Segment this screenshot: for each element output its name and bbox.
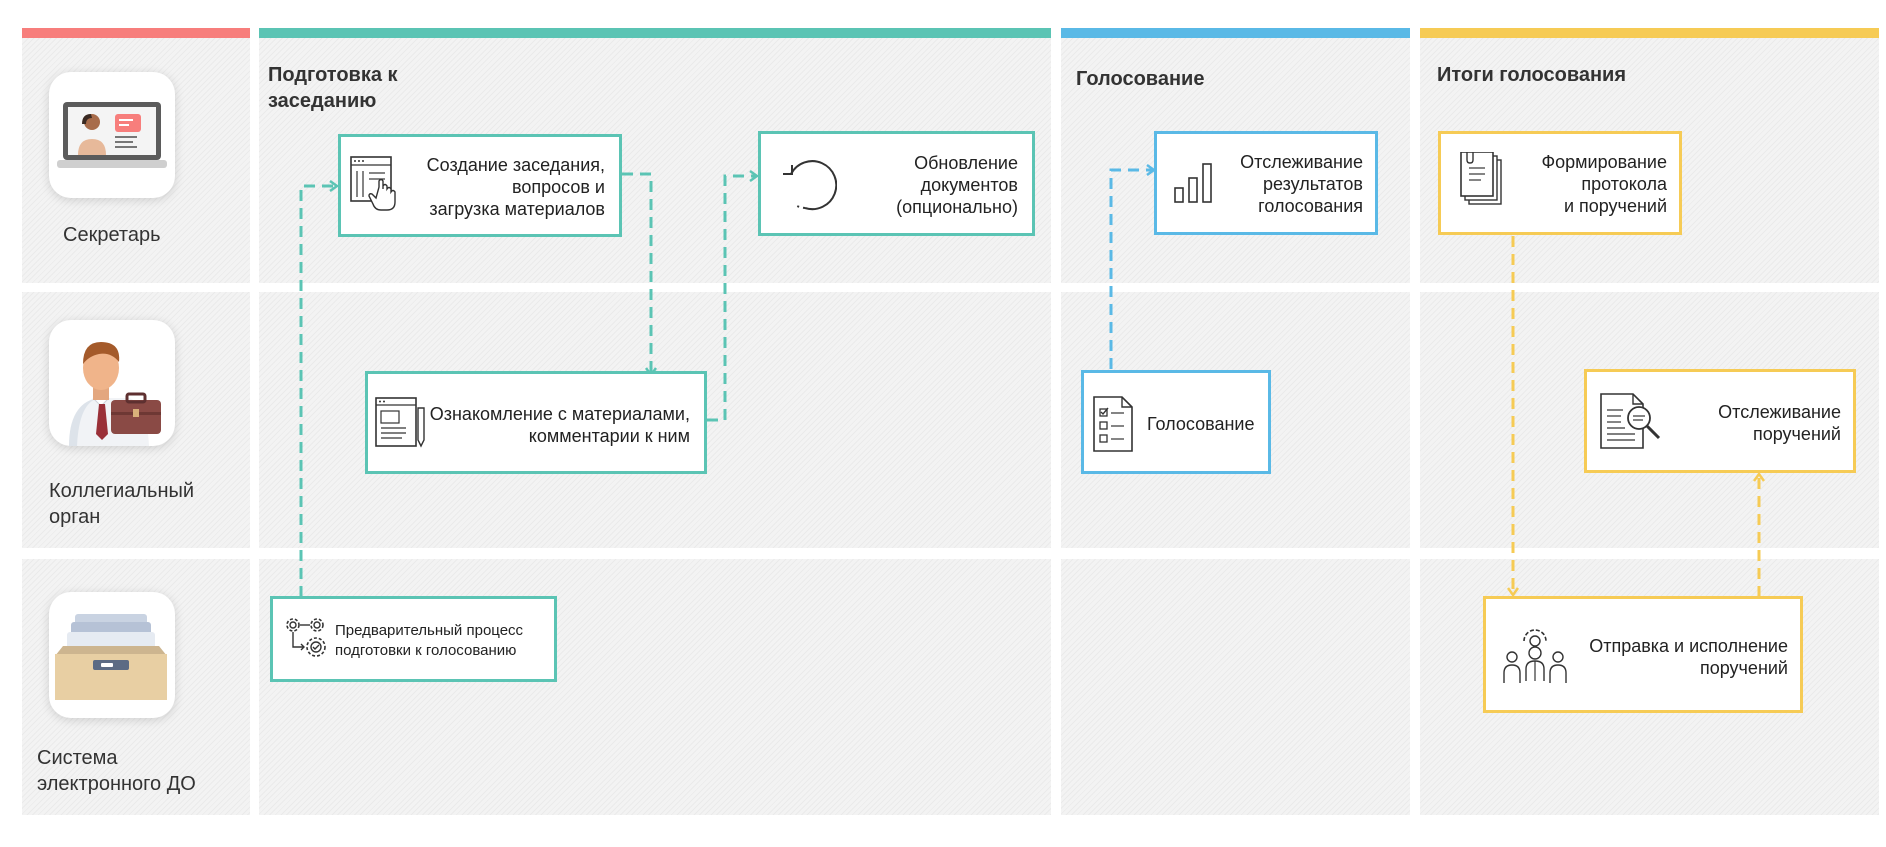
voting-top-bar xyxy=(1061,28,1410,38)
checklist-icon xyxy=(1093,396,1133,452)
connector-create-to-review xyxy=(622,172,651,375)
document-pen-icon xyxy=(375,397,425,448)
step-review-materials[interactable]: Ознакомление с материалами, комментарии … xyxy=(365,371,707,474)
role-label-secretary: Секретарь xyxy=(63,224,161,246)
gears-icon xyxy=(286,618,326,657)
document-drawer-icon xyxy=(55,614,167,700)
role-label-system: Система электронного ДО xyxy=(37,747,196,795)
phase-title-results: Итоги голосования xyxy=(1437,64,1627,86)
businessman-briefcase-icon xyxy=(69,342,161,446)
team-gear-icon xyxy=(1503,629,1567,683)
lane-cell xyxy=(1061,559,1410,815)
preparation-top-bar xyxy=(259,28,1051,38)
connector-prelim-to-create xyxy=(299,186,337,597)
document-magnifier-icon xyxy=(1600,393,1661,449)
document-stack-icon xyxy=(1460,152,1502,205)
system-avatar xyxy=(49,592,175,718)
role-label-board: Коллегиальный орган xyxy=(49,480,195,528)
phase-title-voting: Голосование xyxy=(1076,68,1205,90)
bar-chart-icon xyxy=(1174,163,1212,203)
step-prelim-process[interactable]: Предварительный процесс подготовки к гол… xyxy=(270,596,557,682)
connector-voting-to-tracking xyxy=(1109,170,1154,369)
step-send-orders[interactable]: Отправка и исполнение поручений xyxy=(1483,596,1803,713)
connector-review-to-update xyxy=(707,176,757,422)
step-form-protocol[interactable]: Формирование протокола и поручений xyxy=(1438,131,1682,235)
step-create-meeting[interactable]: Создание заседания, вопросов и загрузка … xyxy=(338,134,622,237)
step-track-orders[interactable]: Отслеживание поручений xyxy=(1584,369,1856,473)
secretary-avatar xyxy=(49,72,175,198)
step-update-documents[interactable]: Обновление документов (опционально) xyxy=(758,131,1035,236)
phase-title-preparation: Подготовка к заседанию xyxy=(268,64,398,112)
refresh-icon xyxy=(783,160,837,211)
step-voting[interactable]: Голосование xyxy=(1081,370,1271,474)
results-top-bar xyxy=(1420,28,1879,38)
board-avatar xyxy=(49,320,175,446)
secretary-laptop-icon xyxy=(57,102,167,168)
role-column-top-bar xyxy=(22,28,250,38)
step-track-results[interactable]: Отслеживание результатов голосования xyxy=(1154,131,1378,235)
document-edit-icon xyxy=(350,156,396,211)
